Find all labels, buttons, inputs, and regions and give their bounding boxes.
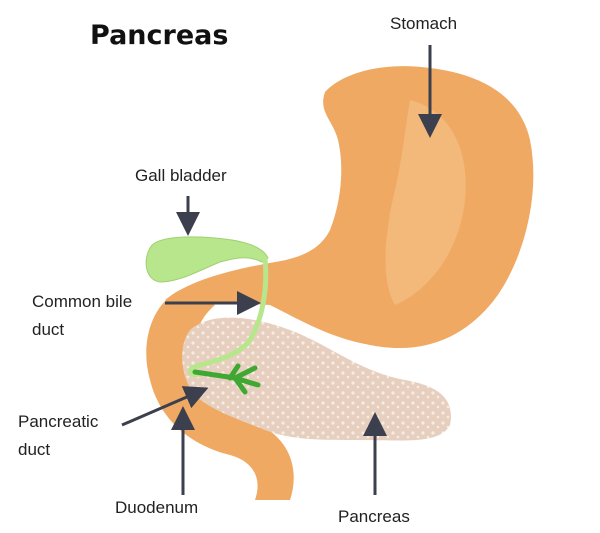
common-bile-duct — [187, 257, 269, 377]
gall-bladder-shape — [145, 236, 269, 283]
label-gall-bladder: Gall bladder — [135, 166, 227, 185]
label-pancreas: Pancreas — [338, 507, 410, 526]
label-arrows — [121, 45, 442, 495]
pancreatic-duct — [192, 363, 261, 395]
label-pancreatic-duct-1: Pancreatic — [18, 412, 99, 431]
duodenum-shape — [146, 290, 294, 500]
label-stomach: Stomach — [390, 14, 458, 33]
label-pancreatic-duct-2: duct — [18, 440, 51, 459]
stomach-highlight — [385, 100, 466, 305]
pancreas-shape — [182, 317, 451, 441]
diagram-title: Pancreas — [90, 20, 229, 51]
label-duodenum: Duodenum — [115, 498, 199, 517]
label-common-bile-duct-2: duct — [32, 320, 65, 339]
arrow-pancreatic-duct — [121, 386, 209, 427]
label-common-bile-duct-1: Common bile — [32, 292, 133, 311]
stomach-shape — [165, 66, 534, 349]
